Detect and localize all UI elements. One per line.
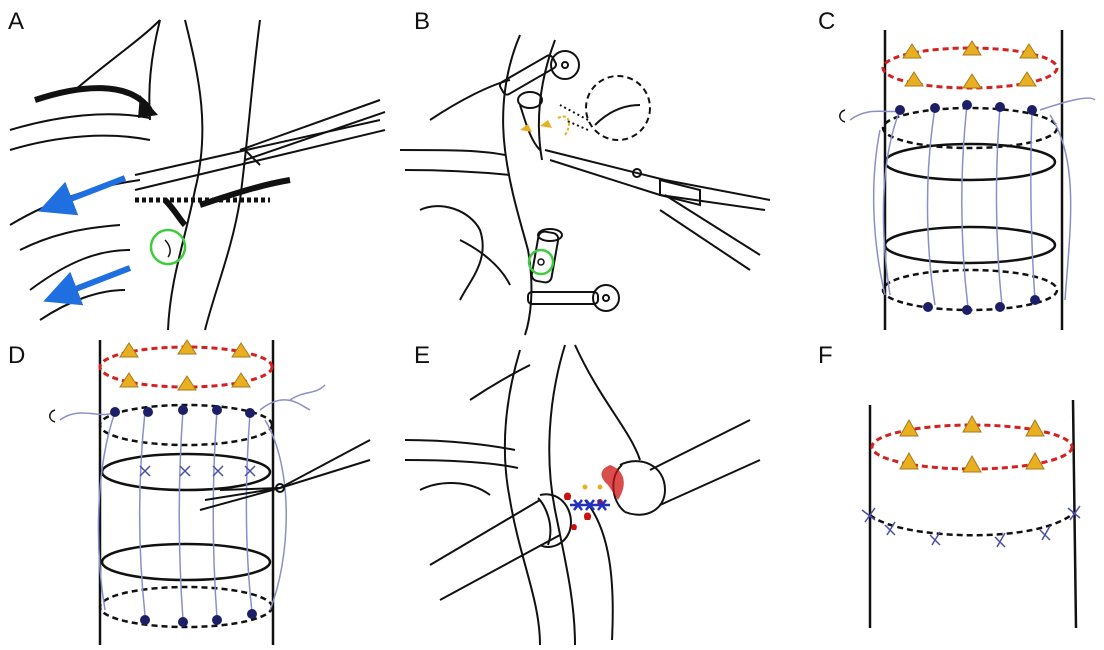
panel-c-illustration: [840, 30, 1095, 330]
panel-d-illustration: [50, 340, 370, 645]
blue-arrow-1: [55, 178, 125, 205]
triangles-d: [120, 340, 250, 390]
triangles-c: [903, 41, 1038, 88]
panel-b-illustration: [400, 35, 770, 335]
highlight-circle-b: [529, 250, 553, 274]
panel-f-illustration: [862, 400, 1080, 628]
stitches-e: [570, 500, 610, 510]
highlight-circle-a: [151, 230, 185, 264]
panel-e-illustration: [405, 345, 760, 645]
curved-arrow-head-a1: [138, 95, 158, 118]
suture-knots-c: [895, 100, 1040, 315]
triangles-f: [900, 416, 1044, 472]
panel-a-illustration: [10, 20, 385, 330]
gold-dots-e: [583, 485, 603, 490]
suture-knots-d: [110, 405, 257, 627]
